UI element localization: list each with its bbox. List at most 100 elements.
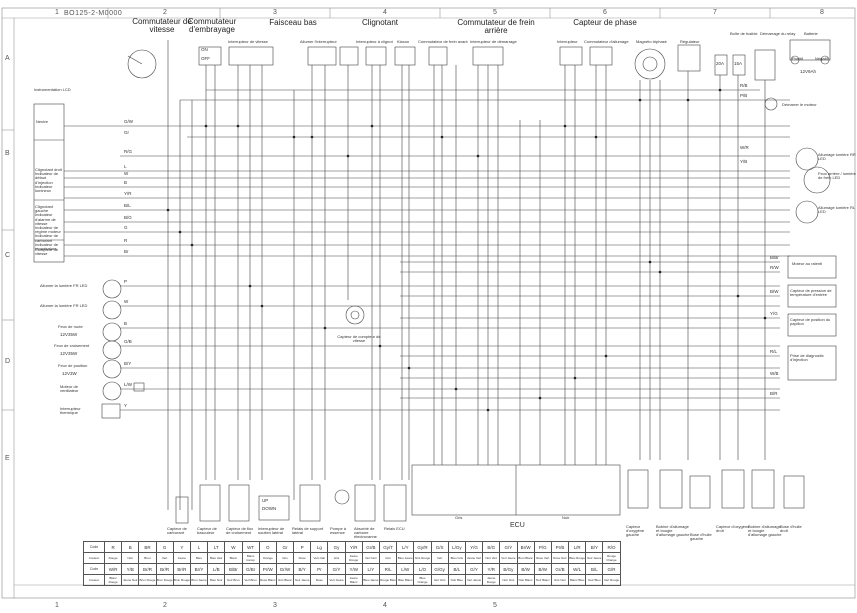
color-code-cell: G/Y [499,541,518,553]
column-label-4: 4 [383,9,387,16]
color-code-cell: Noir Gris [499,574,518,586]
color-code-cell: W [224,541,243,553]
label-coil-right: Bobine d'allumage et bougie d'allumage g… [748,524,782,538]
label-fuse-20a: 20A [716,61,725,66]
header-speed-switch: Commutateur de vitesse [132,17,192,35]
wire-tag: L [124,164,127,169]
color-code-cell: Rouge Bleu [378,574,398,586]
color-code-cell: Gy/R [413,541,432,553]
bottom-column-label-4: 4 [383,602,387,609]
color-code-cell: B/L [447,563,466,575]
label-fuel-sensor: Capteur de carburant [167,526,187,536]
color-code-cell: Noir Bleu [585,574,604,586]
color-code-cell: R [103,541,123,553]
color-code-cell: Noir Bleu [447,574,466,586]
header-phase-sensor: Capteur de phase [573,18,637,27]
row-label-a: A [5,55,10,62]
color-code-cell: Pr/B [550,541,570,553]
color-code-cell: Gy [327,541,346,553]
color-code-cell: L/Y [396,541,415,553]
label-front-brake: Commutateur de frein avant [418,39,468,44]
color-code-cell: L/Y [361,563,381,575]
color-code-cell: Bleu clair [207,552,226,564]
label-pressure-sensor: Capteur de pression de température d'ent… [790,288,832,298]
label-ecu: ECU [510,522,525,529]
color-code-cell: Vert Rouge [602,574,621,586]
wire-tag: R/L [770,349,778,354]
label-o2-left: Capteur d'oxygène gauche [626,524,645,538]
color-code-cell: Vert Gris [430,574,449,586]
color-code-cell: L/B [207,563,226,575]
color-code-cell: Vert Jaune [327,574,346,586]
label-kill-switch: Interrupteur [557,39,578,44]
color-code-cell: B/Gy [499,563,518,575]
color-code-row-header: Code [83,541,105,553]
color-code-cell: Rose [310,574,329,586]
color-code-cell: Gr/B [550,563,570,575]
column-label-7: 7 [713,9,717,16]
color-code-cell: G/R [602,563,621,575]
label-right-indicator: Clignotant droit Indicateur de défaut d'… [35,167,62,193]
label-speed-sensor: Capteur de compteur de vitesse [337,334,381,344]
color-code-cell: G/S [430,541,449,553]
color-code-cell: Gr [275,541,295,553]
color-code-cell: Gr/W [275,563,295,575]
wire-tag: B/G [124,215,132,220]
color-code-cell: R/O [602,541,621,553]
label-injector: Absorbé de carbone électrovanne [354,526,377,540]
wire-tag: G/W [124,119,133,124]
color-code-cell: Bleu Noir [207,574,226,586]
wire-tag: R/W [770,265,779,270]
column-label-1: 1 [55,9,59,16]
color-code-cell: L/O [413,563,432,575]
bottom-column-label-2: 2 [163,602,167,609]
wire-tag: B/Y [124,361,132,366]
column-label-8: 8 [820,9,824,16]
color-code-cell: Gris [275,552,295,564]
color-code-cell: Brun Rouge [155,574,174,586]
color-code-row-header: Code [83,563,105,575]
header-turn-signal: Clignotant [361,18,399,27]
color-code-cell: W/R [103,563,123,575]
column-label-2: 2 [163,9,167,16]
label-lamp-fl: Allumer la lumière FR LED [40,303,88,308]
label-turn-switch-sub: Interrupteur à clignot [356,39,393,44]
label-lamp-fr: Allumer la lumière FR LED [40,283,88,288]
color-code-cell: Vert Jaune [499,552,518,564]
color-code-cell: Bleu Blanc [396,574,415,586]
color-code-cell: Br/W [516,541,535,553]
color-code-cell: L/Gy [447,541,466,553]
color-code-cell: Bleu Jaune [396,552,415,564]
color-code-cell: Br/R [138,563,157,575]
color-code-cell: L [189,541,209,553]
color-code-cell: Vert [155,552,174,564]
color-code-cell: Blanc Rouge [103,574,123,586]
color-code-cell: Bleu Gris [447,552,466,564]
wire-tag: B [124,180,128,185]
color-code-cell: Blanc Bleu [568,574,587,586]
label-left-indicator: Clignotant gauche Indicateur d'alarme de… [35,204,61,251]
label-thermo-switch: Interrupteur thermique [60,406,81,416]
wire-tag: W/B [770,371,779,376]
color-code-cell: G [155,541,174,553]
color-code-cell: BR [138,541,157,553]
color-code-cell: Gr/B [361,541,381,553]
wire-tag: B/L [124,203,131,208]
wire-tag: Y/B [740,159,748,164]
row-label-c: C [5,252,11,259]
label-speed-switch-sub: Interrupteur de vitesse [228,39,268,44]
label-oil-left: Buse d'huile gauche [690,532,712,542]
color-code-cell: B/Br [224,563,243,575]
row-label-d: D [5,358,11,365]
label-o2-right: Capteur d'oxygène droit [716,524,750,534]
label-battery-rating: 12V9Ah [800,69,817,74]
label-gray: Gris [455,515,463,520]
color-code-cell: G/Br [241,563,260,575]
header-rear-brake-switch: Commutateur de frein arrière [457,18,535,36]
color-code-cell: L/W [396,563,415,575]
color-code-cell: Jaune Rouge [482,574,501,586]
color-code-cell: B/W [533,563,552,575]
label-oil-sensor: Capteur de flux de croisement [226,526,254,536]
